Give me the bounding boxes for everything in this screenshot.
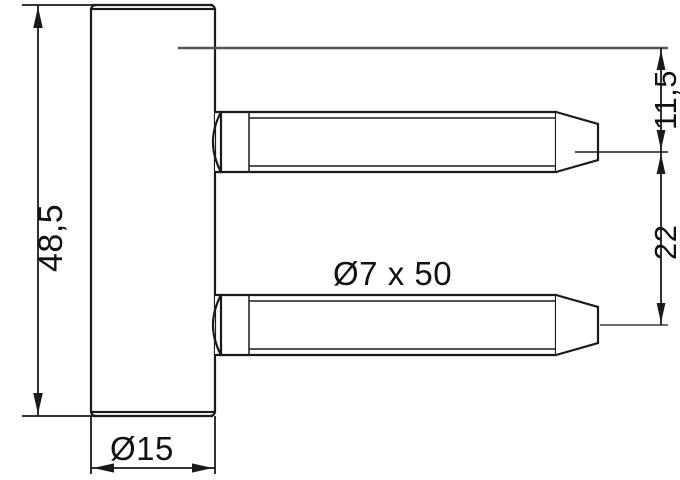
arrowhead-115-bottom [656, 130, 666, 150]
arrowhead-115-top [656, 50, 666, 70]
mounting-plate [89, 3, 217, 418]
arrowhead-22-bottom [656, 303, 666, 323]
arrowhead-485-top [33, 7, 43, 28]
arrowhead-d15-right [192, 463, 213, 473]
arrowhead-485-bottom [33, 393, 43, 414]
pin-lower-shank [219, 293, 558, 357]
reference-lines [22, 4, 668, 474]
arrowhead-d15-left [93, 463, 114, 473]
plate-top-right-fillet [209, 3, 217, 10]
pin-lower-tapered-tip [555, 293, 600, 357]
dimension-plate-width [91, 463, 215, 473]
arrowhead-22-top [656, 154, 666, 174]
dimension-pin-spacing [656, 152, 666, 325]
pin-upper-tapered-tip [555, 110, 600, 174]
dimension-pin-top-offset [656, 48, 666, 152]
dimension-height-total [33, 5, 43, 416]
dimension-label-height-total: 48,5 [32, 203, 70, 272]
plate-bottom-right-fillet [209, 411, 217, 418]
pin-upper [211, 110, 600, 174]
plate-body [89, 7, 217, 414]
plate-top-left-fillet [89, 3, 97, 10]
dimension-label-pin-spacing: 22 [648, 224, 680, 260]
pin-upper-shank [219, 110, 558, 174]
dimension-label-pin-top-offset: 11,5 [648, 69, 680, 130]
annotation-label-pin-spec: Ø7 x 50 [333, 255, 453, 292]
dimension-lines [33, 5, 666, 473]
pin-lower [211, 293, 600, 357]
plate-bottom-left-fillet [89, 411, 97, 418]
dimension-label-plate-width: Ø15 [110, 430, 174, 467]
